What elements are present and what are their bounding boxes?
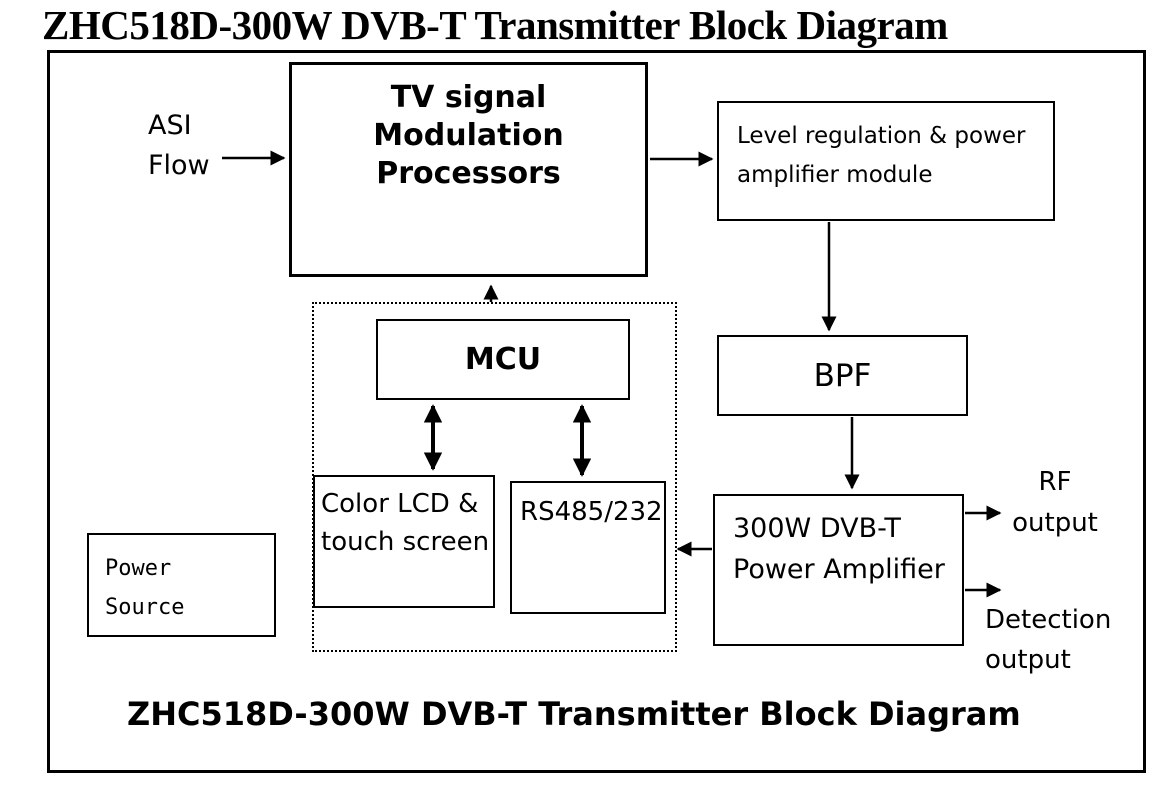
page-title: ZHC518D-300W DVB-T Transmitter Block Dia… (42, 2, 948, 48)
block-power-source: Power Source (87, 533, 276, 637)
diagram-caption: ZHC518D-300W DVB-T Transmitter Block Dia… (127, 695, 1021, 733)
block-color-lcd-touch-screen: Color LCD & touch screen (313, 475, 495, 608)
block-bpf: BPF (717, 335, 968, 416)
block-rs485-232: RS485/232 (510, 481, 666, 614)
block-300w-power-amplifier: 300W DVB-T Power Amplifier (713, 494, 964, 646)
block-label: Power Amplifier (733, 554, 945, 585)
block-label: RS485/232 (520, 497, 663, 527)
block-mcu: MCU (376, 319, 630, 400)
label-line: Flow (148, 150, 210, 181)
label-line: ASI (148, 110, 192, 141)
label-line: RF (1038, 467, 1072, 497)
block-label: Power (105, 556, 172, 581)
block-label: touch screen (321, 527, 490, 557)
block-label: amplifier module (737, 162, 933, 188)
label-detection-output: Detection output (985, 600, 1111, 680)
block-level-regulation: Level regulation & power amplifier modul… (717, 101, 1055, 221)
block-label: TV signal (390, 80, 547, 115)
block-label: Processors (376, 156, 561, 191)
label-line: output (1012, 508, 1098, 538)
block-label: Modulation (373, 118, 564, 153)
block-label: Color LCD & (321, 489, 479, 519)
block-label: Level regulation & power (737, 123, 1026, 149)
block-label: MCU (464, 342, 542, 377)
label-line: output (985, 645, 1071, 675)
label-asi-flow: ASI Flow (148, 106, 210, 186)
label-line: Detection (985, 605, 1112, 635)
block-label: 300W DVB-T (733, 513, 901, 544)
block-label: Source (105, 595, 185, 620)
block-label: BPF (813, 357, 872, 394)
block-tv-modulation-processors: TV signal Modulation Processors (289, 62, 648, 277)
label-rf-output: RF output (1012, 462, 1098, 544)
